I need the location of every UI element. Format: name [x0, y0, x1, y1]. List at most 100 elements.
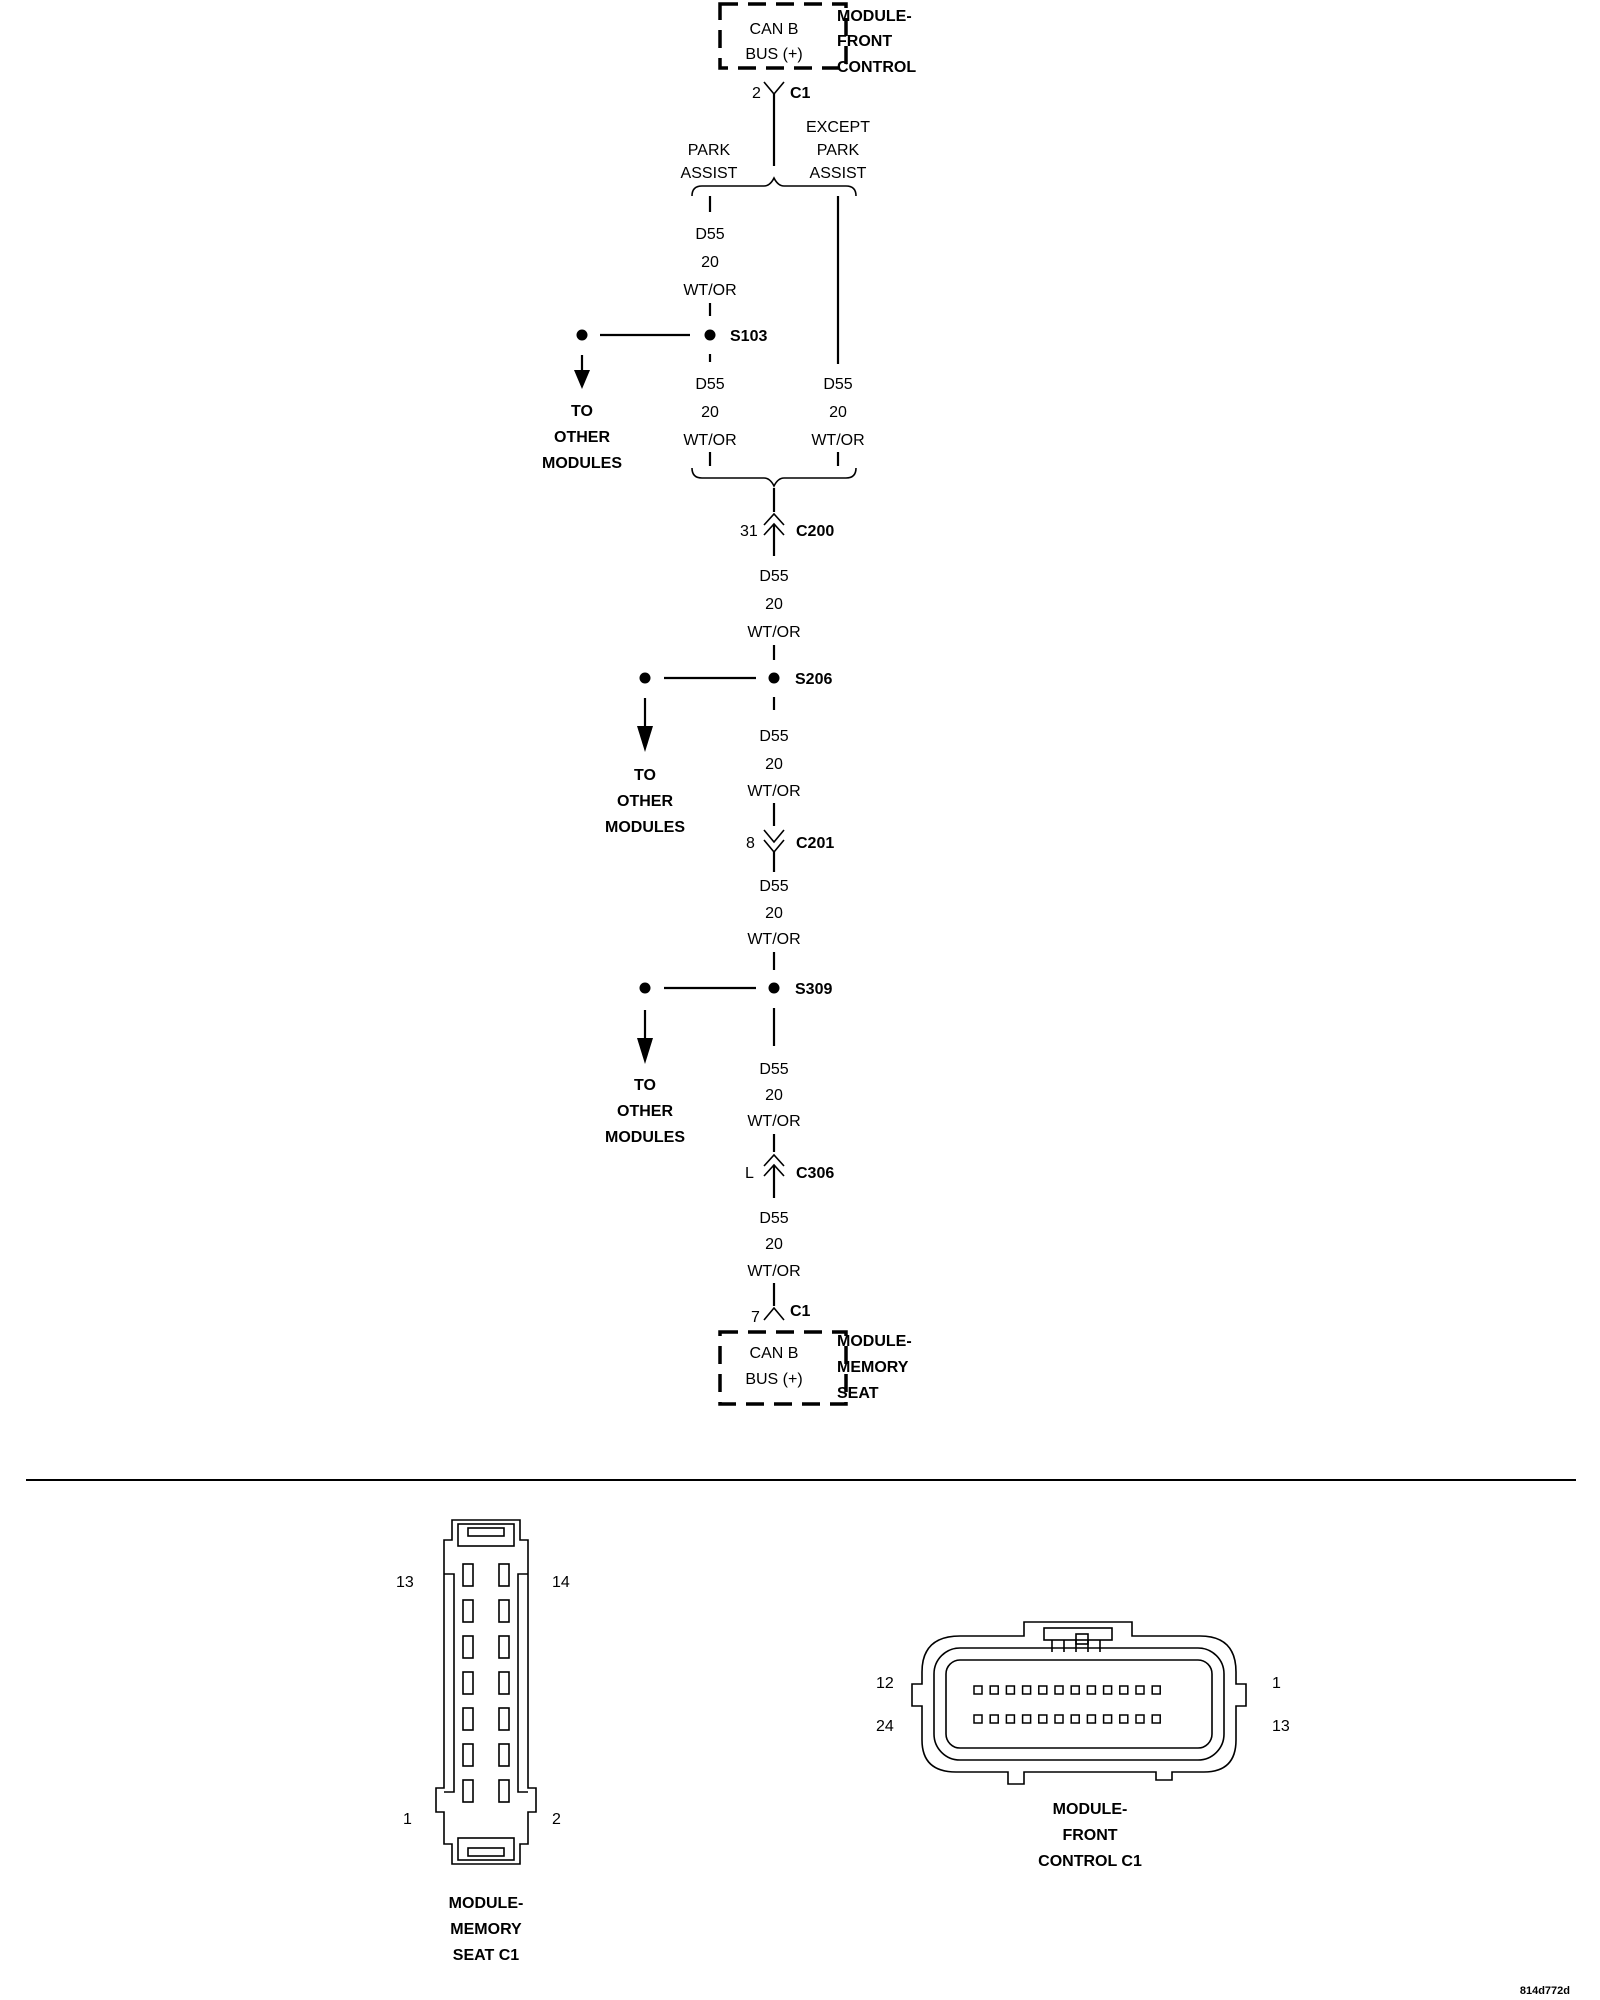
front-control-box-line2: BUS (+)	[745, 46, 802, 63]
wire-gauge-label: 20	[765, 756, 783, 773]
female-terminal-symbol	[763, 81, 785, 96]
wire-color-label: WT/OR	[747, 783, 800, 800]
front-control-name-line1: MODULE-	[837, 8, 912, 25]
splice-s103: S103 TO OTHER MODULES	[542, 328, 767, 472]
pin-cavity	[462, 1743, 474, 1767]
wire-circuit-label: D55	[759, 728, 788, 745]
pin-cavity	[1102, 1685, 1113, 1695]
memory-seat-c1-outline	[435, 1519, 537, 1865]
splice-s309-dest3: MODULES	[605, 1129, 685, 1146]
fc-title-line1: MODULE-	[1053, 1801, 1128, 1818]
front-control-connector: C1	[790, 85, 811, 102]
branch-end-dot	[639, 672, 651, 684]
wire-circuit-label: D55	[759, 1210, 788, 1227]
wire-gauge-label: 20	[765, 1087, 783, 1104]
splice-s103-dest3: MODULES	[542, 455, 622, 472]
pin-cavity	[498, 1743, 510, 1767]
side-rails	[444, 1573, 528, 1793]
option-right-line2: PARK	[817, 142, 860, 159]
female-terminal-symbol	[763, 1306, 785, 1321]
branch-end-dot	[639, 982, 651, 994]
pin-cavity	[973, 1714, 983, 1724]
splice-s206-dest3: MODULES	[605, 819, 685, 836]
splice-s206: S206 TO OTHER MODULES	[605, 671, 832, 836]
top-latch-inner	[467, 1527, 505, 1537]
fc-c1-latch	[1043, 1627, 1113, 1641]
inline-connector-c306: L C306	[745, 1153, 834, 1198]
splice-dot	[768, 672, 780, 684]
splice-s309: S309 TO OTHER MODULES	[605, 981, 832, 1146]
memory-seat-name-line2: MEMORY	[837, 1359, 909, 1376]
front-control-module-box	[718, 2, 848, 70]
front-control-pin: 2	[752, 85, 761, 102]
wire-gauge-label: 20	[765, 596, 783, 613]
pin-cavity	[1119, 1714, 1129, 1724]
wire-color-label: WT/OR	[683, 432, 736, 449]
memory-seat-name-line1: MODULE-	[837, 1333, 912, 1350]
wire-gauge-label: 20	[765, 1236, 783, 1253]
wire-gauge-label: 20	[829, 404, 847, 421]
pin-cavity	[498, 1635, 510, 1659]
pin-cavity	[498, 1563, 510, 1587]
memory-seat-box-line2: BUS (+)	[745, 1371, 802, 1388]
memory-seat-connector: C1	[790, 1303, 811, 1320]
wire-circuit-label: D55	[759, 878, 788, 895]
pin-cavity	[462, 1635, 474, 1659]
wire-color-label: WT/OR	[747, 931, 800, 948]
splice-s309-dest1: TO	[634, 1077, 656, 1094]
option-brace-top	[691, 176, 857, 197]
pin-cavity	[1005, 1714, 1016, 1724]
inline-connector-symbol	[763, 829, 785, 854]
wire-gauge-label: 20	[701, 404, 719, 421]
c200-label: C200	[796, 523, 834, 540]
pin-cavity	[1102, 1714, 1113, 1724]
memory-seat-module-box	[718, 1330, 848, 1406]
c200-pin: 31	[740, 523, 758, 540]
pin-cavity	[973, 1685, 983, 1695]
branch-end-dot	[576, 329, 588, 341]
pin-cavity	[498, 1779, 510, 1803]
inline-connector-c201: 8 C201	[746, 829, 834, 872]
pin-cavity	[1086, 1685, 1097, 1695]
pin-cavity	[462, 1563, 474, 1587]
pin-cavity	[1086, 1714, 1097, 1724]
memory-seat-module: CAN B BUS (+) MODULE- MEMORY SEAT	[718, 1330, 912, 1406]
ms-title-line2: MEMORY	[450, 1921, 522, 1938]
splice-s206-dest1: TO	[634, 767, 656, 784]
splice-dot	[704, 329, 716, 341]
fc-c1-latch-ribs	[1051, 1640, 1101, 1652]
option-right-line1: EXCEPT	[806, 119, 870, 136]
option-right-line3: ASSIST	[810, 165, 867, 182]
front-control-name-line3: CONTROL	[837, 59, 916, 76]
memory-seat-c1-connector-view: 13 14 1 2 MODULE- MEMORY SEAT C1	[396, 1519, 570, 1964]
top-latch	[457, 1523, 515, 1547]
splice-s103-dest1: TO	[571, 403, 593, 420]
splice-s309-label: S309	[795, 981, 832, 998]
option-brace-bottom	[691, 467, 857, 488]
pin-cavity	[1151, 1714, 1161, 1724]
pin-cavity	[1005, 1685, 1016, 1695]
wire-circuit-label: D55	[695, 376, 724, 393]
splice-dot	[768, 982, 780, 994]
pin-cavity	[498, 1671, 510, 1695]
fc-c1-inner-shroud	[933, 1647, 1225, 1761]
splice-s206-dest2: OTHER	[617, 793, 673, 810]
fc-pin-1: 1	[1272, 1675, 1281, 1692]
front-control-c1-terminal: 2 C1	[752, 81, 811, 166]
pin-cavity	[989, 1714, 999, 1724]
option-left-line2: ASSIST	[681, 165, 738, 182]
option-labels: PARK ASSIST EXCEPT PARK ASSIST	[681, 119, 871, 182]
memory-seat-c1-terminal: 7 C1	[751, 1303, 811, 1326]
front-control-module: CAN B BUS (+) MODULE- FRONT CONTROL	[718, 2, 916, 76]
pin-cavity	[498, 1707, 510, 1731]
fc-title-line3: CONTROL C1	[1038, 1853, 1142, 1870]
pin-cavity	[1119, 1685, 1129, 1695]
memory-seat-cavities	[462, 1563, 510, 1803]
ms-title-line1: MODULE-	[449, 1895, 524, 1912]
arrow-down-icon	[574, 370, 590, 389]
c306-pin: L	[745, 1165, 754, 1182]
ms-pin-14: 14	[552, 1574, 570, 1591]
ms-title-line3: SEAT C1	[453, 1947, 519, 1964]
front-control-box-line1: CAN B	[750, 21, 799, 38]
